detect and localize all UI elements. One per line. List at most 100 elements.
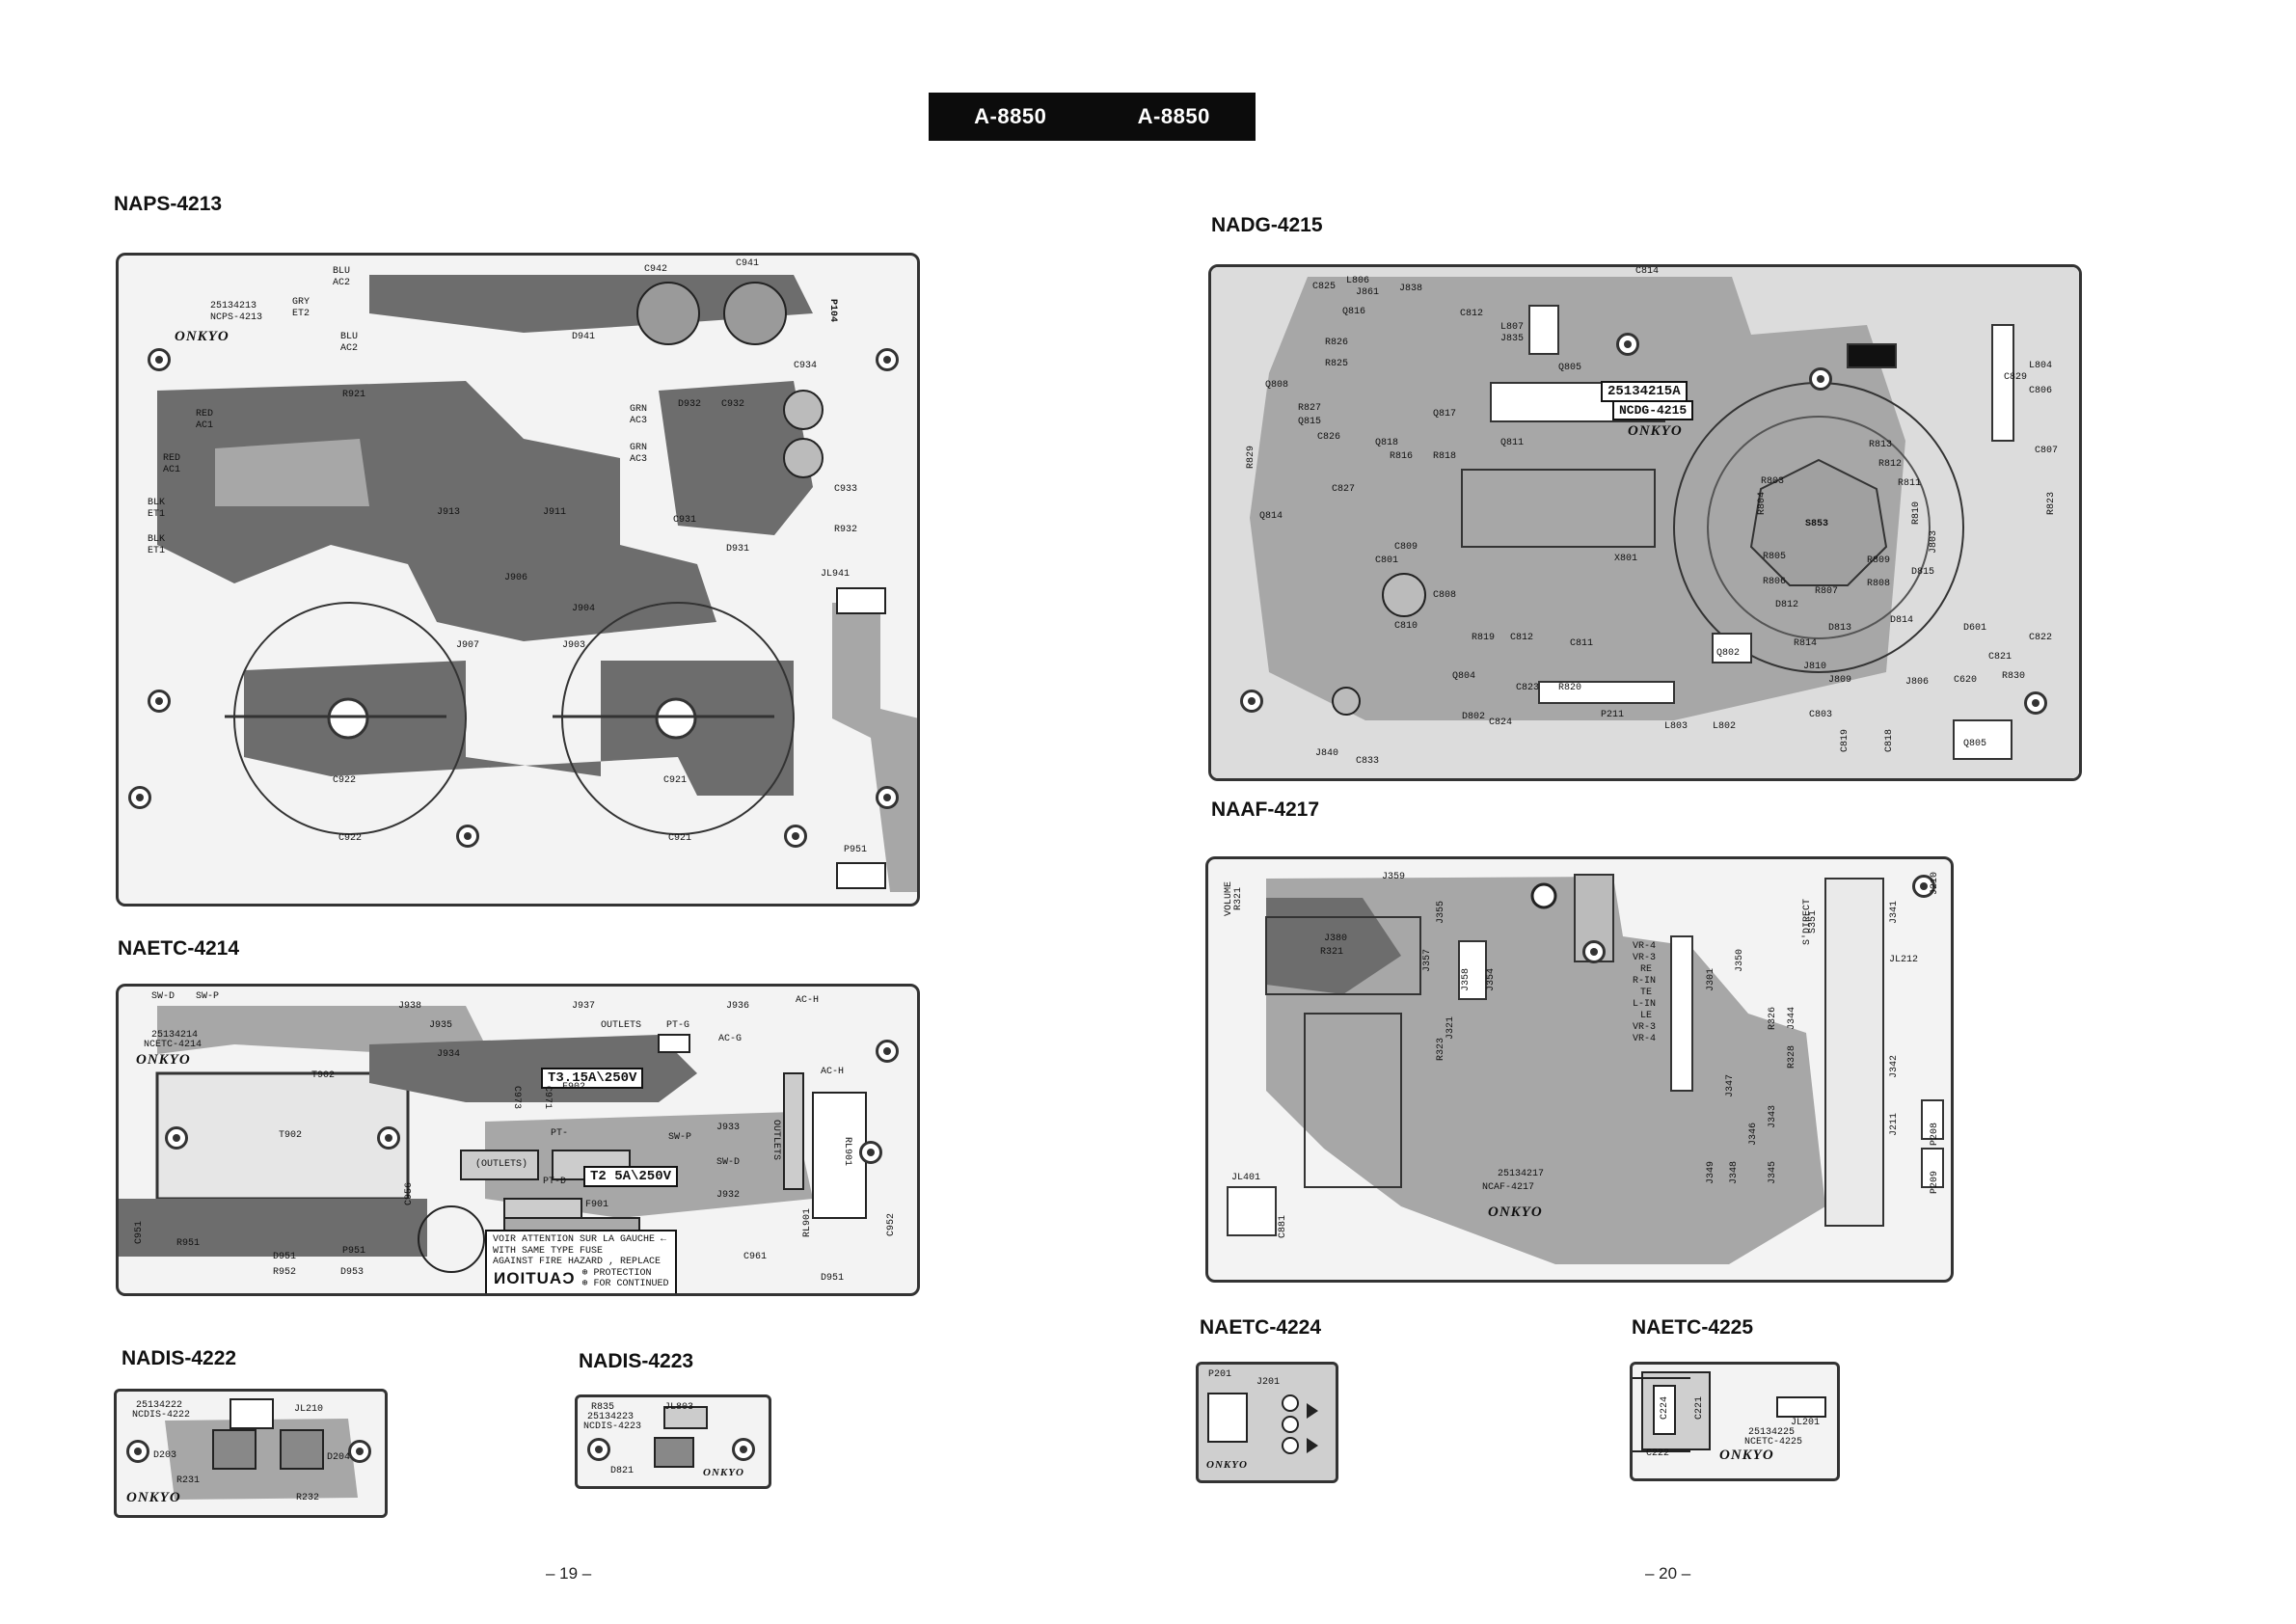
naaf-label: J346 xyxy=(1748,1122,1760,1147)
naps-label: J904 xyxy=(572,604,596,614)
nadis4223-board: R835 JL803 25134223 NCDIS-4223 D821 ONKY… xyxy=(575,1394,771,1489)
naaf-onkyo-logo: ONKYO xyxy=(1488,1204,1543,1220)
nadis4222-onkyo-logo: ONKYO xyxy=(126,1490,181,1505)
nadg-label: C818 xyxy=(1884,728,1896,753)
nadg-board: 25134215A NCDG-4215 ONKYO C825 L806 J861… xyxy=(1208,264,2082,781)
naetc-label: AC-H xyxy=(821,1067,845,1077)
naetc-label: C973 xyxy=(511,1085,523,1110)
nadg-label: D815 xyxy=(1911,567,1935,578)
nadg-label: R805 xyxy=(1763,552,1787,562)
nadg-label: L806 xyxy=(1346,276,1370,286)
naetc-label: D951 xyxy=(821,1273,845,1284)
nadg-label: R827 xyxy=(1298,403,1322,414)
naaf-label: J343 xyxy=(1768,1104,1779,1129)
naetc4225-copper xyxy=(1633,1371,1826,1452)
mount-hole xyxy=(587,1438,610,1461)
naps-label: J903 xyxy=(562,640,586,651)
naaf-label: J301 xyxy=(1706,967,1717,992)
naaf-label: J380 xyxy=(1324,934,1348,944)
caution-line: ⊕ PROTECTION xyxy=(581,1267,652,1279)
naetc4224-label: J201 xyxy=(1256,1377,1281,1388)
naps-label: J913 xyxy=(437,507,461,518)
nadis4223-title: NADIS-4223 xyxy=(579,1350,694,1372)
naaf-label: J358 xyxy=(1461,967,1472,992)
naaf-label: P208 xyxy=(1930,1122,1941,1147)
naps-title: NAPS-4213 xyxy=(114,193,223,215)
nadg-label: R826 xyxy=(1325,338,1349,348)
naps-onkyo-logo: ONKYO xyxy=(175,329,230,344)
nadis4223-onkyo-logo: ONKYO xyxy=(703,1467,744,1478)
naetc-label: J932 xyxy=(716,1190,741,1201)
nadis4223-label: R835 xyxy=(591,1402,615,1413)
nadg-label: C822 xyxy=(2029,633,2053,643)
naetc-label: (OUTLETS) xyxy=(475,1159,528,1170)
caution-line: WITH SAME TYPE FUSE xyxy=(493,1245,604,1257)
naaf-label: R323 xyxy=(1436,1037,1447,1062)
naetc4225-label: C221 xyxy=(1694,1395,1706,1421)
naetc-label: J935 xyxy=(429,1020,453,1031)
naps-label: C932 xyxy=(721,399,745,410)
nadg-label: R825 xyxy=(1325,359,1349,369)
naetc-label: OUTLETS xyxy=(770,1119,782,1161)
naps-label: AC1 xyxy=(163,465,181,475)
nadg-label: C825 xyxy=(1312,282,1337,292)
nadg-label: Q817 xyxy=(1433,409,1457,420)
naaf-label: J344 xyxy=(1787,1006,1798,1031)
nadis4222-title: NADIS-4222 xyxy=(122,1347,237,1369)
naps-board-code: NCPS-4213 xyxy=(210,312,263,323)
naaf-label: J357 xyxy=(1422,948,1434,973)
naetc4225-board-code: NCETC-4225 xyxy=(1744,1437,1803,1448)
nadg-label: L807 xyxy=(1500,322,1525,333)
naaf-label: J211 xyxy=(1889,1112,1901,1137)
mount-hole xyxy=(148,690,171,713)
naetc-label: J933 xyxy=(716,1123,741,1133)
naaf-part-no: 25134217 xyxy=(1498,1169,1545,1179)
nadg-label: J838 xyxy=(1399,284,1423,294)
naaf-label: L-IN xyxy=(1633,999,1657,1010)
mount-hole xyxy=(1582,940,1606,963)
naetc-label: RL901 xyxy=(842,1136,853,1167)
fuse-rating-f902: T3.15A\250V xyxy=(541,1068,644,1089)
nadg-label: R830 xyxy=(2002,671,2026,682)
page-number-right: – 20 – xyxy=(1645,1564,1691,1583)
naetc-label: P951 xyxy=(342,1246,366,1257)
naaf-label: VR-4 xyxy=(1633,1034,1657,1044)
naps-label: P104 xyxy=(827,298,839,323)
nadg-label: R810 xyxy=(1911,501,1923,526)
nadis4223-part-no: 25134223 xyxy=(587,1412,635,1422)
nadg-label: C812 xyxy=(1510,633,1534,643)
mount-hole xyxy=(128,786,151,809)
naps-label: AC2 xyxy=(340,343,359,354)
naaf-label: TE xyxy=(1640,988,1653,998)
naps-label: GRN xyxy=(630,404,648,415)
naetc4224-copper xyxy=(1207,1393,1318,1454)
nadg-label: R807 xyxy=(1815,586,1839,597)
naetc-label: R952 xyxy=(273,1267,297,1278)
nadg-label: J861 xyxy=(1356,287,1380,298)
model-left: A-8850 xyxy=(974,104,1047,128)
nadg-label: C826 xyxy=(1317,432,1341,443)
page-number-left: – 19 – xyxy=(546,1564,592,1583)
naps-label: AC1 xyxy=(196,420,214,431)
nadg-label: R814 xyxy=(1794,638,1818,649)
naps-label: J906 xyxy=(504,573,528,583)
naetc4224-label: P201 xyxy=(1208,1369,1232,1380)
naetc-label: F901 xyxy=(585,1200,609,1210)
naps-label: C922 xyxy=(338,833,363,844)
naetc-label: OUTLETS xyxy=(601,1020,642,1031)
mount-hole xyxy=(1240,690,1263,713)
naetc-label: T902 xyxy=(279,1130,303,1141)
nadg-label: C829 xyxy=(2004,372,2028,383)
nadg-label: L803 xyxy=(1664,721,1688,732)
nadg-label: R811 xyxy=(1898,478,1922,489)
caution-line: VOIR ATTENTION SUR LA GAUCHE ← xyxy=(493,1234,667,1245)
naps-label: C933 xyxy=(834,484,858,495)
nadg-label: D812 xyxy=(1775,600,1799,610)
naps-label: JL941 xyxy=(821,569,851,580)
nadg-label: C823 xyxy=(1516,683,1540,693)
naetc4225-label: C222 xyxy=(1646,1448,1670,1459)
naps-label: D931 xyxy=(726,544,750,555)
mount-hole xyxy=(348,1440,371,1463)
naaf-label: J345 xyxy=(1768,1160,1779,1185)
naps-label: BLK xyxy=(148,498,166,508)
